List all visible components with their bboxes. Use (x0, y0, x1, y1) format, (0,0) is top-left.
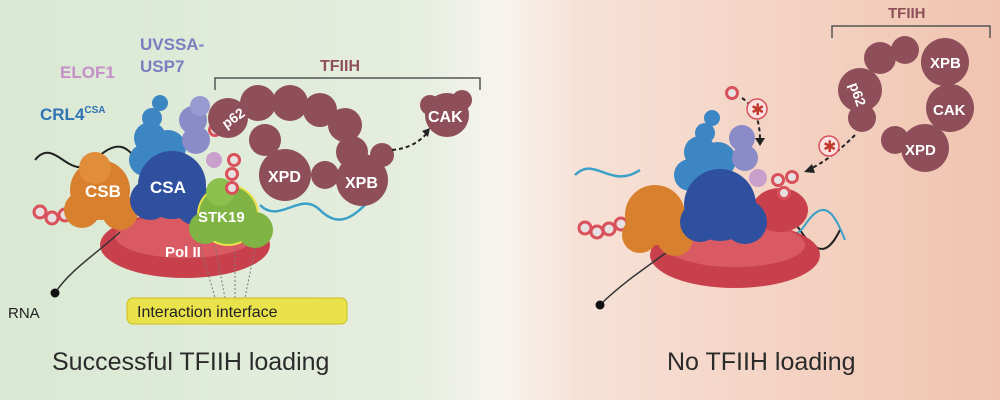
right-caption: No TFIIH loading (667, 348, 856, 376)
p62-label-right: p62 (846, 80, 869, 108)
stk19-label: STK19 (198, 209, 245, 226)
block-star-top: ✱ (751, 100, 764, 119)
uvssa-protein-right (729, 125, 767, 187)
pol2-label: Pol II (165, 244, 201, 261)
csb-label: CSB (85, 182, 121, 201)
xpd-label-left: XPD (268, 169, 301, 186)
tfiih-bracket-left (214, 77, 481, 90)
rna-strand-right (599, 249, 671, 306)
csb-protein: CSB (64, 152, 138, 230)
xpb-label-left: XPB (345, 175, 378, 192)
blocked-arrowhead-right (804, 164, 815, 173)
stk19-protein: STK19 (189, 178, 273, 248)
left-panel: Pol II RNA CSB (8, 35, 481, 376)
tfiih-bracket-right (831, 25, 991, 38)
cak-protein-left: CAK (420, 90, 472, 137)
uvssa-protein (179, 96, 210, 154)
dna-strand-blue (259, 199, 371, 221)
blocked-arrowhead-top (755, 138, 765, 146)
dna-strand-right-left (574, 167, 641, 178)
interface-box (126, 297, 348, 325)
left-caption: Successful TFIIH loading (52, 348, 329, 376)
right-panel: ✱ ✱ TFIIH XPB p62 CAK XPD No TFIIH loadi… (574, 5, 991, 376)
cak-label-right: CAK (933, 102, 966, 119)
elof1-label: ELOF1 (60, 63, 115, 82)
csa-label: CSA (150, 178, 186, 197)
rna-label: RNA (8, 305, 40, 322)
xpb-label-right: XPB (930, 55, 961, 72)
uvssa-label-line2: USP7 (140, 57, 184, 76)
cak-release-arrowhead (422, 128, 430, 137)
crl4-label: CRL4CSA (40, 105, 106, 124)
tfiih-label-left: TFIIH (320, 58, 360, 75)
elof1-protein (206, 152, 222, 168)
tfiih-complex-left (208, 85, 394, 206)
uvssa-label-line1: UVSSA- (140, 35, 204, 54)
ubiquitin-chain-right-center (725, 86, 799, 200)
xpd-label-right: XPD (905, 142, 936, 159)
cak-label-left: CAK (428, 109, 463, 126)
interface-lines (199, 244, 256, 299)
tfiih-label-right: TFIIH (888, 5, 926, 22)
csa-protein-right (680, 169, 767, 244)
rna-strand (54, 231, 121, 294)
rna-end-dot (50, 288, 60, 298)
block-star-right: ✱ (823, 137, 836, 156)
block-mark-right (818, 135, 840, 157)
block-mark-top (746, 98, 768, 120)
crl4-protein-right (674, 110, 736, 191)
interface-label: Interaction interface (137, 304, 278, 321)
tfiih-complex-right (838, 36, 974, 172)
rna-end-dot-right (595, 300, 605, 310)
